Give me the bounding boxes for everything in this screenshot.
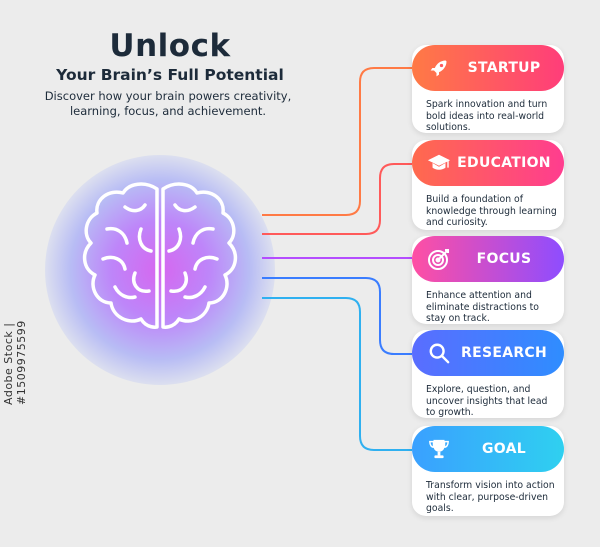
- pill-startup: STARTUP: [412, 45, 564, 91]
- pill-research: RESEARCH: [412, 330, 564, 376]
- graduation-cap-icon: [424, 148, 454, 178]
- magnifier-icon: [424, 338, 454, 368]
- page-description: Discover how your brain powers creativit…: [44, 89, 292, 118]
- rocket-icon: [424, 53, 454, 83]
- brain-icon: [82, 182, 238, 329]
- connector-goal: [262, 297, 414, 451]
- card-label: RESEARCH: [461, 345, 547, 361]
- card-focus: FOCUS Enhance attention and eliminate di…: [412, 236, 564, 324]
- connector-research: [262, 277, 414, 355]
- pill-education: EDUCATION: [412, 140, 564, 186]
- brain-glow: [45, 155, 275, 385]
- card-text: Explore, question, and uncover insights …: [426, 384, 548, 418]
- target-icon: [424, 244, 454, 274]
- card-label: STARTUP: [467, 60, 541, 76]
- card-goal: GOAL Transform vision into action with c…: [412, 426, 564, 516]
- connector-education: [262, 163, 414, 235]
- trophy-icon: [424, 434, 454, 464]
- card-label: EDUCATION: [457, 155, 551, 171]
- card-text: Build a foundation of knowledge through …: [426, 194, 557, 228]
- page-subtitle: Your Brain’s Full Potential: [56, 66, 284, 84]
- card-startup: STARTUP Spark innovation and turn bold i…: [412, 45, 564, 133]
- card-label: FOCUS: [476, 251, 532, 267]
- card-research: RESEARCH Explore, question, and uncover …: [412, 330, 564, 418]
- pill-focus: FOCUS: [412, 236, 564, 282]
- card-education: EDUCATION Build a foundation of knowledg…: [412, 140, 564, 230]
- card-text: Enhance attention and eliminate distract…: [426, 290, 539, 324]
- card-text: Spark innovation and turn bold ideas int…: [426, 99, 548, 133]
- brain-illustration: [45, 155, 275, 385]
- card-label: GOAL: [482, 441, 526, 457]
- connector-startup: [262, 67, 414, 216]
- page-title: Unlock: [109, 28, 231, 64]
- pill-goal: GOAL: [412, 426, 564, 472]
- card-text: Transform vision into action with clear,…: [426, 480, 555, 514]
